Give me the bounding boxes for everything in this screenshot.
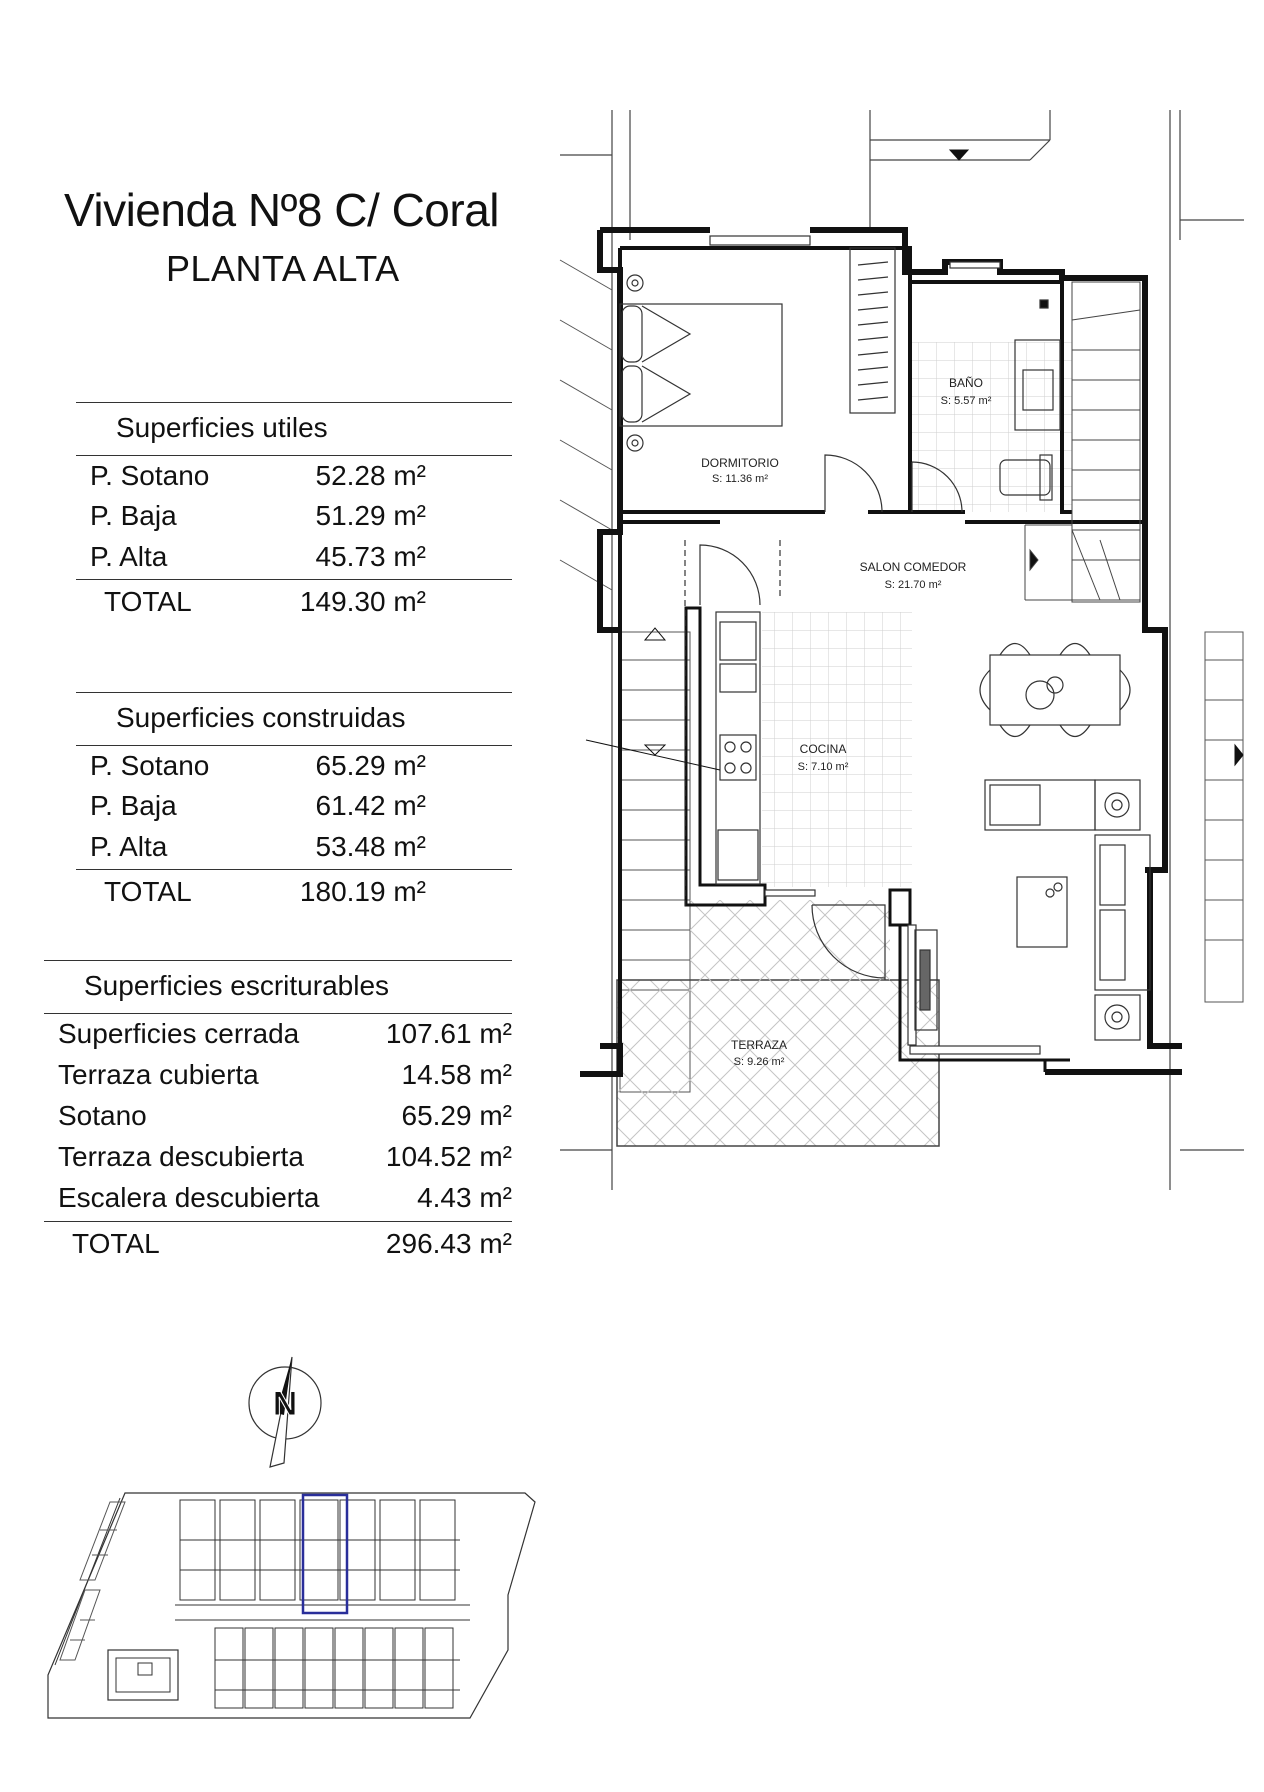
table-rule [76, 402, 512, 403]
room-area-terraza: S: 9.26 m² [734, 1056, 785, 1068]
kitchen-counter [715, 611, 761, 885]
table-rule [76, 455, 512, 456]
table-rule [44, 960, 512, 961]
site-plan-drawing [47, 1492, 536, 1719]
table-heading: Superficies escriturables [84, 970, 390, 1001]
section-markers [585, 149, 1244, 771]
terraza-covered-floor [690, 900, 890, 990]
total-value: 296.43 m² [385, 1228, 512, 1259]
row-value: 61.42 m² [315, 790, 427, 821]
row-label: Escalera descubierta [58, 1182, 320, 1213]
windows [709, 235, 1041, 1055]
row-label: P. Alta [90, 831, 168, 862]
row-label: Superficies cerrada [58, 1018, 300, 1049]
row-value: 65.29 m² [401, 1100, 513, 1131]
row-label: Terraza cubierta [58, 1059, 259, 1090]
table-rule [76, 745, 512, 746]
row-label: Sotano [58, 1100, 147, 1131]
row-label: Terraza descubierta [58, 1141, 304, 1172]
living-sofas [984, 779, 1151, 1041]
room-area-dormitorio: S: 11.36 m² [712, 473, 768, 485]
page-subtitle: PLANTA ALTA [166, 248, 400, 289]
room-area-cocina: S: 7.10 m² [798, 761, 849, 773]
row-value: 104.52 m² [385, 1141, 512, 1172]
table-rule [76, 692, 512, 693]
bano-floor [910, 342, 1072, 512]
table-superficies-escriturables: Superficies escriturables Superficies ce… [44, 958, 512, 1268]
row-value: 45.73 m² [315, 541, 427, 572]
table-heading: Superficies construidas [116, 702, 406, 733]
row-value: 4.43 m² [417, 1182, 512, 1213]
room-area-bano: S: 5.57 m² [941, 395, 992, 407]
total-value: 149.30 m² [299, 586, 426, 617]
page-title: Vivienda Nº8 C/ Coral [64, 184, 500, 236]
room-area-salon: S: 21.70 m² [885, 579, 942, 591]
row-value: 14.58 m² [401, 1059, 513, 1090]
table-superficies-utiles: Superficies utiles P. Sotano 52.28 m² P.… [76, 400, 512, 625]
north-compass: N [240, 1355, 330, 1475]
highlighted-unit [301, 1493, 349, 1615]
north-letter: N [273, 1385, 298, 1423]
terraza-floor [616, 979, 940, 1147]
row-label: P. Sotano [90, 750, 210, 781]
room-label-dormitorio: DORMITORIO [701, 456, 779, 470]
table-rule [76, 579, 512, 580]
wardrobe [849, 247, 896, 414]
table-superficies-construidas: Superficies construidas P. Sotano 65.29 … [76, 690, 512, 915]
row-value: 65.29 m² [315, 750, 427, 781]
table-rule [44, 1221, 512, 1222]
bathroom-fixtures [999, 299, 1061, 501]
doors [684, 454, 963, 980]
bed-icon [619, 274, 783, 452]
interior-walls [618, 246, 1145, 1072]
row-value: 52.28 m² [315, 460, 427, 491]
floor-plan-drawing: DORMITORIO S: 11.36 m² BAÑO S: 5.57 m² S… [559, 110, 1244, 1190]
room-label-cocina: COCINA [800, 742, 847, 756]
row-value: 51.29 m² [315, 500, 427, 531]
site-plan [30, 1480, 540, 1730]
table-heading: Superficies utiles [116, 412, 328, 443]
row-label: P. Baja [90, 500, 177, 531]
row-label: P. Baja [90, 790, 177, 821]
table-rule [44, 1013, 512, 1014]
row-label: P. Alta [90, 541, 168, 572]
floor-plan: DORMITORIO S: 11.36 m² BAÑO S: 5.57 m² S… [540, 100, 1260, 1200]
row-value: 53.48 m² [315, 831, 427, 862]
total-value: 180.19 m² [299, 876, 426, 907]
total-label: TOTAL [72, 1228, 160, 1259]
row-label: P. Sotano [90, 460, 210, 491]
main-stair [1024, 281, 1141, 603]
room-label-terraza: TERRAZA [731, 1038, 787, 1052]
compass-icon: N [248, 1356, 322, 1468]
row-value: 107.61 m² [385, 1018, 512, 1049]
cocina-floor [762, 612, 912, 887]
room-label-bano: BAÑO [949, 376, 983, 390]
total-label: TOTAL [104, 586, 192, 617]
table-rule [76, 869, 512, 870]
dining-table [979, 642, 1131, 738]
tv-unit [914, 929, 938, 1031]
total-label: TOTAL [104, 876, 192, 907]
room-label-salon: SALON COMEDOR [860, 560, 967, 574]
